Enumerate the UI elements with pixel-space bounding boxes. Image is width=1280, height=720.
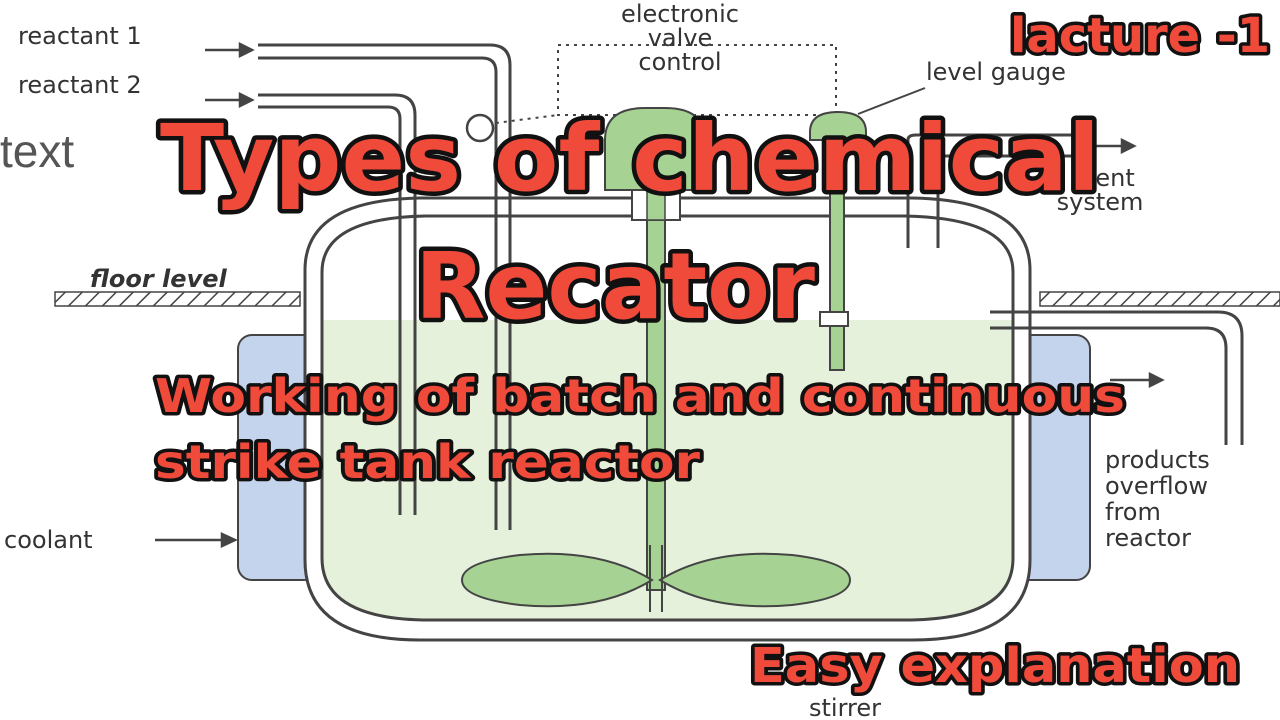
label-level-gauge: level gauge bbox=[926, 58, 1066, 86]
reactant-1-arrow bbox=[205, 41, 255, 59]
level-gauge-bulb bbox=[809, 110, 867, 141]
stirrer-impeller-right bbox=[658, 552, 852, 608]
overflow-pipe-inner bbox=[990, 326, 1228, 445]
vessel-inner-wall bbox=[320, 214, 1015, 622]
reactant-2-pipe bbox=[258, 93, 417, 515]
reactant-2-arrow bbox=[205, 91, 255, 109]
label-electronic: electronic bbox=[621, 0, 739, 28]
label-stirrer: stirrer bbox=[809, 694, 881, 720]
vent-pipe bbox=[906, 133, 1080, 248]
label-valve: valve bbox=[648, 24, 713, 52]
control-valve-icon bbox=[465, 113, 495, 143]
vent-pipe-inner bbox=[936, 154, 1080, 248]
floor-hatch-left bbox=[54, 291, 301, 307]
stirrer-impeller-left bbox=[460, 552, 654, 608]
label-coolant: coolant bbox=[4, 526, 93, 554]
label-vent-system: system bbox=[1057, 188, 1144, 216]
vent-arrow bbox=[1095, 137, 1137, 155]
lecture-tag: lacture -1 bbox=[1010, 8, 1270, 64]
title-line-2: Recator bbox=[415, 233, 816, 340]
subtitle-line-2: strike tank reactor bbox=[155, 435, 700, 489]
reactant-2-pipe-inner bbox=[258, 105, 402, 515]
label-control: control bbox=[638, 48, 721, 76]
label-vent: vent bbox=[1081, 164, 1135, 192]
label-from: from bbox=[1105, 498, 1161, 526]
valve-control-box bbox=[557, 44, 837, 116]
valve-control-link bbox=[479, 114, 559, 126]
reactant-1-pipe bbox=[258, 43, 512, 530]
footer-easy-explanation: Easy explanation bbox=[750, 638, 1240, 694]
label-overflow: overflow bbox=[1105, 472, 1208, 500]
label-floor-level: floor level bbox=[90, 265, 227, 293]
coolant-arrow bbox=[155, 532, 238, 548]
label-products: products bbox=[1105, 446, 1210, 474]
title-line-1: Types of chemical bbox=[160, 105, 1100, 212]
level-sensor-port bbox=[819, 311, 849, 327]
stray-text: text bbox=[0, 125, 74, 177]
stirrer-shaft-top bbox=[646, 189, 666, 221]
label-reactor: reactor bbox=[1105, 524, 1191, 552]
label-reactant-1: reactant 1 bbox=[18, 22, 142, 50]
floor-hatch-right bbox=[1039, 291, 1280, 307]
reactant-1-pipe-inner bbox=[258, 56, 498, 530]
stirrer-motor bbox=[604, 107, 706, 191]
label-reactant-2: reactant 2 bbox=[18, 71, 142, 99]
overflow-pipe bbox=[990, 310, 1244, 445]
level-gauge-leader bbox=[857, 87, 926, 115]
product-arrow bbox=[1110, 371, 1165, 389]
subtitle-line-1: Working of batch and continuous bbox=[155, 369, 1125, 423]
